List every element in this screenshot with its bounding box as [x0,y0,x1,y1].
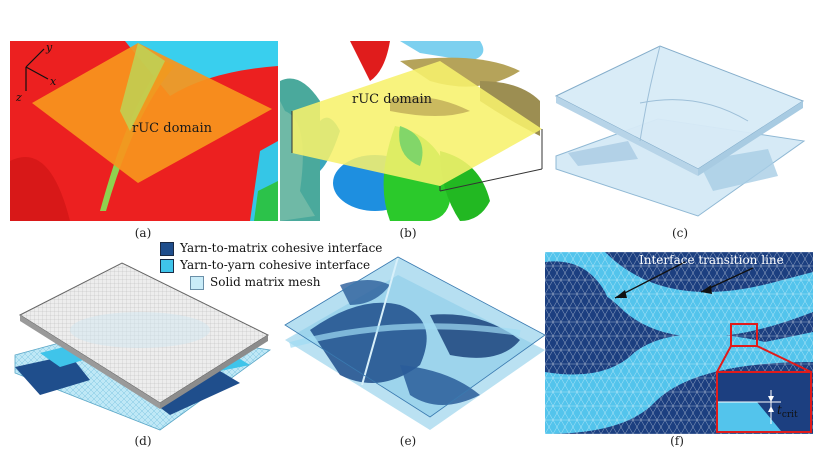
legend-item-solid-matrix: Solid matrix mesh [190,274,382,291]
legend-item-yarn-to-matrix: Yarn-to-matrix cohesive interface [160,240,382,257]
panel-b-domain-label: rUC domain [352,92,433,107]
legend: Yarn-to-matrix cohesive interface Yarn-t… [160,240,382,291]
panel-c [548,41,810,221]
tcrit-main: t [777,403,782,417]
legend-label: Yarn-to-yarn cohesive interface [180,258,371,272]
axis-x-label: x [50,75,57,88]
panel-d-figure [14,262,272,431]
panel-a: y x z rUC domain [10,41,278,221]
panel-b: rUC domain [280,41,550,221]
caption-b: (b) [399,226,417,240]
annotation-transition-line: Interface transition line [639,253,784,267]
panel-d [10,255,272,433]
panel-e [280,255,550,433]
tcrit-label: tcrit [777,403,798,420]
panel-e-figure [284,256,546,430]
caption-e: (e) [399,434,417,448]
panel-c-figure [554,45,806,217]
legend-swatch-dark-blue [160,241,174,256]
axis-z-label: z [15,91,22,104]
axis-y-label: y [45,41,53,54]
legend-swatch-light [190,275,204,290]
legend-label: Solid matrix mesh [210,275,321,289]
tcrit-sub: crit [782,410,798,420]
panel-a-domain-label: rUC domain [132,121,213,136]
panel-b-figure: rUC domain [280,41,550,221]
panel-f-figure: Interface transition line tcrit [545,252,813,434]
axes-triad-icon [25,48,49,91]
caption-a: (a) [134,226,152,240]
legend-label: Yarn-to-matrix cohesive interface [180,241,383,255]
caption-c: (c) [671,226,689,240]
panel-a-figure: y x z rUC domain [10,41,278,221]
caption-d: (d) [134,434,152,448]
legend-swatch-cyan [160,258,174,273]
legend-item-yarn-to-yarn: Yarn-to-yarn cohesive interface [160,257,382,274]
panel-f: Interface transition line tcrit [545,252,813,434]
caption-f: (f) [670,434,684,448]
